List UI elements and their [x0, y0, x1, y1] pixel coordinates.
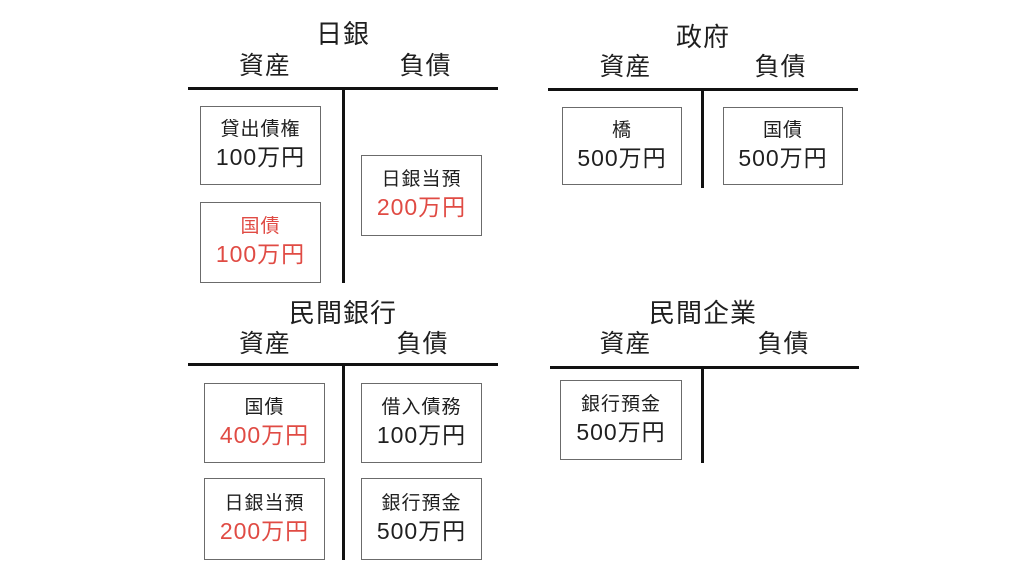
item-amount: 400万円 [219, 421, 310, 448]
gov-asset-bridge: 橋 500万円 [562, 107, 682, 185]
boj-asset-jgb: 国債 100万円 [200, 202, 321, 283]
assets-header: 資産 [599, 53, 652, 81]
item-label: 日銀当預 [381, 169, 462, 191]
item-amount: 100万円 [215, 144, 306, 171]
item-amount: 500万円 [738, 144, 828, 171]
gov-liability-jgb: 国債 500万円 [723, 107, 843, 185]
liabilities-header: 負債 [396, 330, 449, 358]
t-horizontal-line [550, 366, 859, 369]
liabilities-header: 負債 [757, 330, 810, 358]
item-amount: 100万円 [215, 241, 306, 268]
liabilities-header: 負債 [754, 53, 807, 81]
item-amount: 500万円 [376, 517, 467, 544]
item-label: 貸出債権 [220, 119, 301, 141]
boj-asset-loan-receivables: 貸出債権 100万円 [200, 106, 321, 185]
item-amount: 200万円 [219, 517, 310, 544]
assets-header: 資産 [238, 52, 291, 80]
item-label: 橋 [611, 119, 632, 141]
account-title: 政府 [675, 22, 730, 52]
item-label: 日銀当預 [224, 492, 305, 514]
t-vertical-line [342, 363, 345, 560]
bank-liability-borrowed-debt: 借入債務 100万円 [361, 383, 482, 463]
item-amount: 100万円 [376, 421, 467, 448]
item-label: 銀行預金 [580, 393, 661, 415]
bank-liability-bank-deposits: 銀行預金 500万円 [361, 478, 482, 560]
t-vertical-line [701, 366, 704, 463]
liabilities-header: 負債 [399, 52, 452, 80]
assets-header: 資産 [599, 330, 652, 358]
account-title: 日銀 [315, 19, 370, 49]
item-amount: 500万円 [577, 144, 667, 171]
bank-asset-boj-current-account: 日銀当預 200万円 [204, 478, 325, 560]
assets-header: 資産 [238, 330, 291, 358]
bank-asset-jgb: 国債 400万円 [204, 383, 325, 463]
account-title: 民間銀行 [288, 298, 397, 328]
item-label: 国債 [762, 119, 803, 141]
t-vertical-line [701, 88, 704, 188]
item-label: 国債 [244, 396, 285, 418]
item-label: 国債 [240, 216, 281, 238]
item-label: 借入債務 [381, 396, 462, 418]
t-vertical-line [342, 87, 345, 283]
boj-liability-boj-current-account: 日銀当預 200万円 [361, 155, 482, 236]
company-asset-bank-deposits: 銀行預金 500万円 [560, 380, 682, 460]
item-amount: 500万円 [576, 418, 666, 445]
item-amount: 200万円 [376, 194, 467, 221]
item-label: 銀行預金 [381, 492, 462, 514]
account-title: 民間企業 [648, 298, 757, 328]
